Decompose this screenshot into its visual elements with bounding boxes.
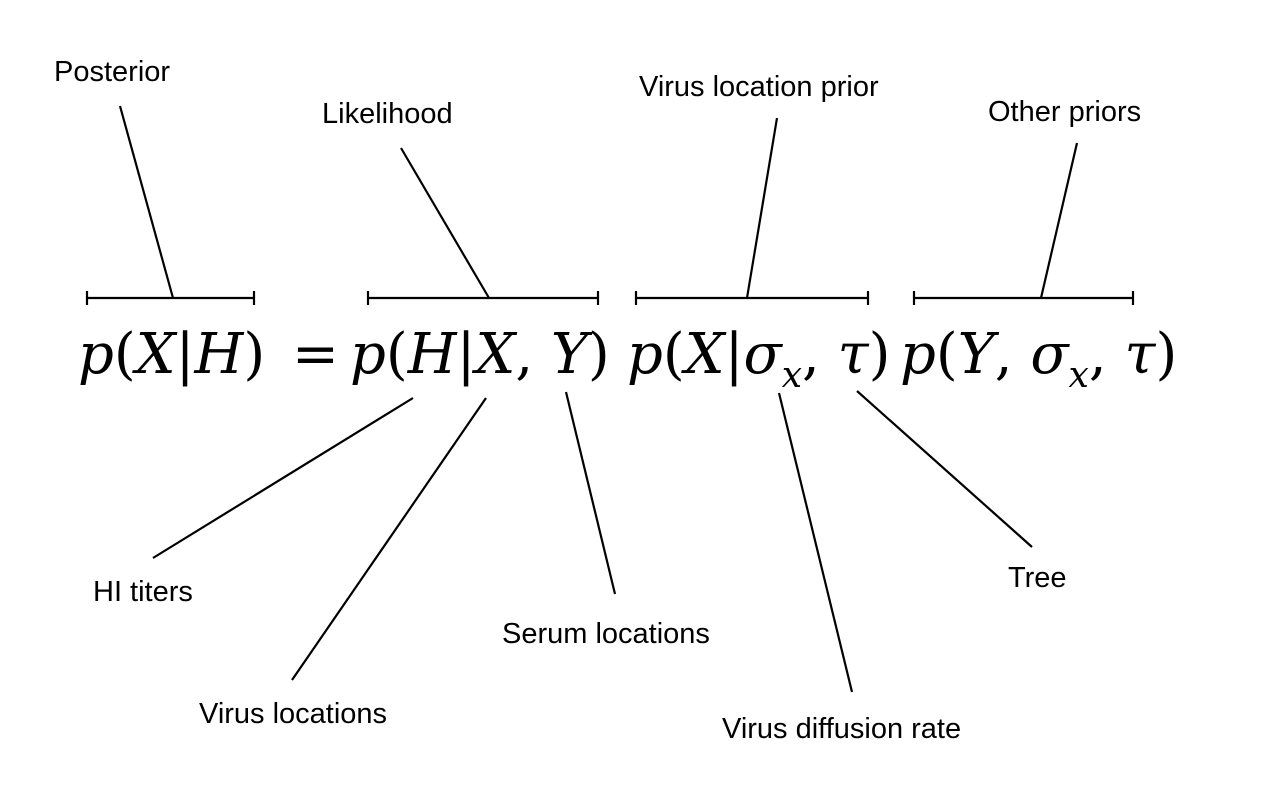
equals-sign: =: [292, 322, 339, 387]
other-priors-term: p(Y, σx, τ): [900, 322, 1178, 396]
likelihood-term: p(H|X, Y): [350, 322, 610, 387]
hi-titers-label: HI titers: [93, 576, 193, 608]
virus-diffusion-rate-label: Virus diffusion rate: [722, 713, 962, 745]
other-priors-label: Other priors: [988, 96, 1142, 128]
posterior-bracket: [85, 291, 256, 305]
virus-location-prior-label: Virus location prior: [639, 71, 879, 103]
likelihood-bracket: [366, 291, 600, 305]
tree-label: Tree: [1008, 562, 1067, 594]
posterior-term: p(X|H): [78, 322, 266, 387]
posterior-label: Posterior: [54, 56, 171, 88]
serum-locations-leader: [564, 391, 617, 595]
virus-diffusion-rate-leader: [777, 392, 854, 693]
virus-locations-label: Virus locations: [199, 698, 388, 730]
likelihood-label: Likelihood: [322, 98, 453, 130]
other-priors-leader: [1039, 142, 1079, 299]
posterior-leader: [118, 105, 175, 299]
hi-titers-leader: [152, 397, 414, 559]
virus-locations-leader: [291, 397, 487, 681]
virus-location-prior-bracket: [634, 291, 870, 305]
likelihood-leader: [400, 147, 490, 299]
serum-locations-label: Serum locations: [502, 618, 710, 650]
virus-location-prior-term: p(X|σx, τ): [627, 322, 891, 396]
other-priors-bracket: [912, 291, 1135, 305]
virus-location-prior-leader: [745, 117, 779, 299]
tree-leader: [856, 390, 1033, 548]
